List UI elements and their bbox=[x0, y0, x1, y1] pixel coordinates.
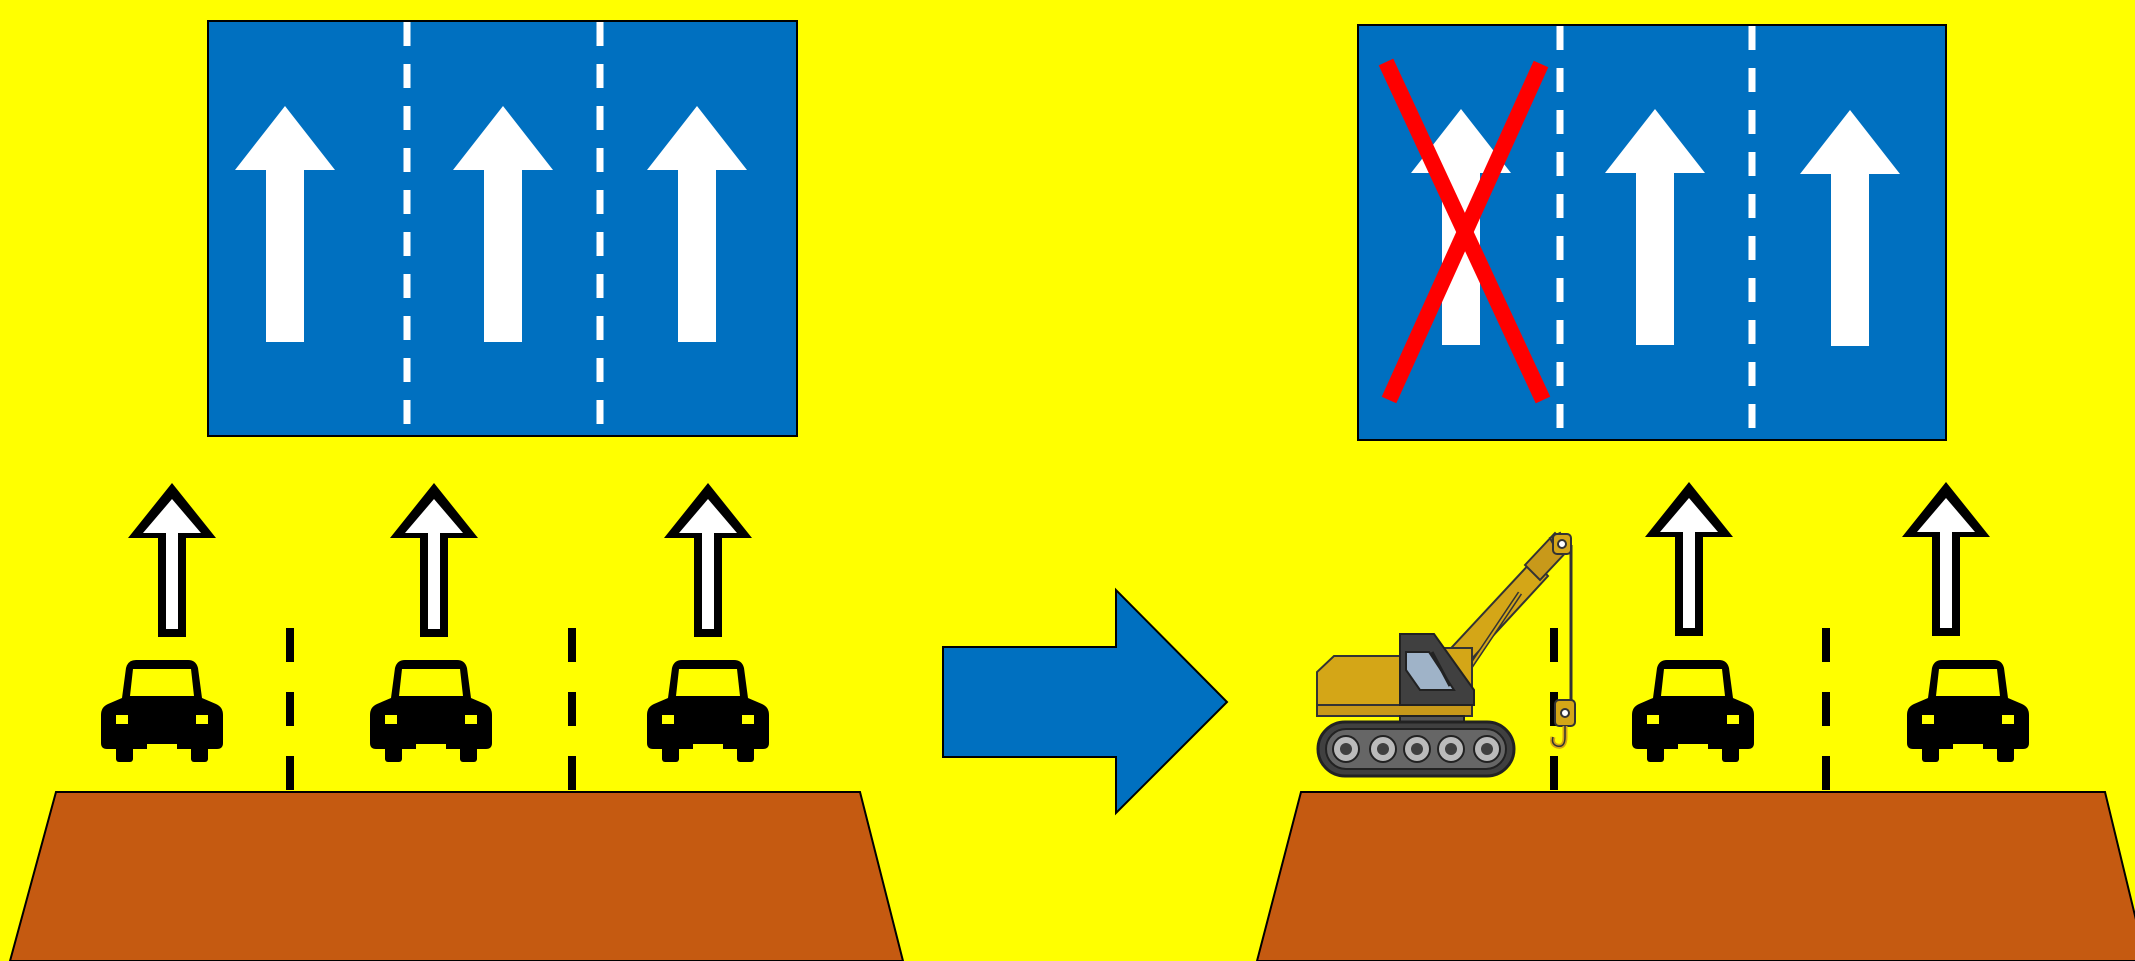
car-icon bbox=[101, 660, 223, 762]
before-panel bbox=[8, 20, 905, 961]
lane-closed-cross-icon bbox=[1378, 58, 1551, 404]
after-panel bbox=[1255, 24, 2135, 961]
direction-arrow-icon bbox=[664, 483, 752, 637]
car-icon bbox=[647, 660, 769, 762]
road-ground bbox=[1255, 791, 2135, 961]
lane-sign-after bbox=[1357, 24, 1947, 441]
direction-arrow-icon bbox=[1902, 482, 1990, 636]
track-wheels bbox=[1332, 735, 1501, 763]
crane-icon bbox=[1316, 531, 1576, 778]
right-arrow-icon bbox=[942, 587, 1229, 816]
direction-arrow-icon bbox=[1645, 482, 1733, 636]
car-icon bbox=[1907, 660, 2029, 762]
road-ground bbox=[8, 791, 905, 961]
car-icon bbox=[1632, 660, 1754, 762]
direction-arrow-icon bbox=[390, 483, 478, 637]
lane-sign-before bbox=[207, 20, 798, 437]
direction-arrow-icon bbox=[128, 483, 216, 637]
car-icon bbox=[370, 660, 492, 762]
